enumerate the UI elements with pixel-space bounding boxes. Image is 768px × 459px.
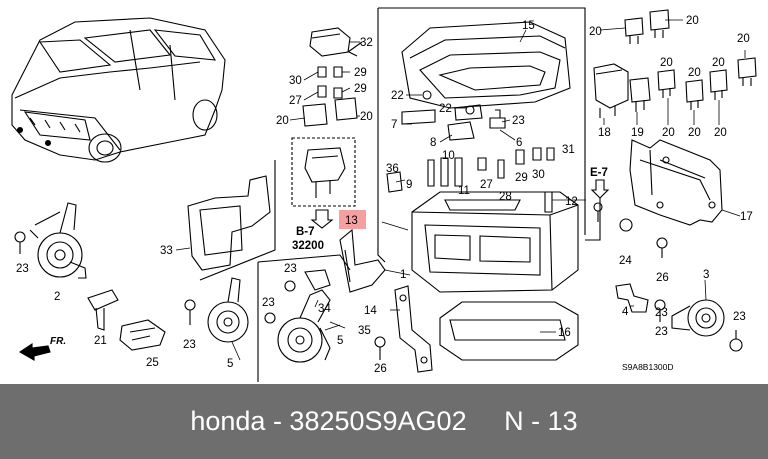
callout-20k: 20 [714, 127, 727, 139]
callout-4: 4 [622, 306, 629, 318]
callout-15: 15 [522, 20, 535, 32]
callout-18: 18 [598, 127, 611, 139]
callout-7: 7 [391, 119, 397, 131]
callout-1: 1 [400, 269, 406, 281]
callout-27a: 27 [289, 95, 302, 107]
callout-20e: 20 [737, 33, 750, 45]
front-direction-arrow [18, 342, 51, 361]
footer-bar: honda - 38250S9AG02 N - 13 [0, 384, 768, 459]
callout-32: 32 [360, 37, 373, 49]
callout-28: 28 [499, 191, 512, 203]
callout-26b: 26 [656, 272, 669, 284]
callout-35: 35 [358, 325, 371, 337]
e7-label: E-7 [590, 167, 608, 179]
callout-20d: 20 [686, 15, 699, 27]
callout-13: 13 [345, 215, 358, 227]
bracket-1 [339, 228, 386, 293]
bracket-17 [629, 139, 723, 226]
vehicle-illustration [11, 17, 226, 163]
fuse-box-assembly [377, 7, 586, 361]
callout-8: 8 [430, 137, 436, 149]
callout-labels: 15 32 30 29 27 29 20 20 22 7 22 8 23 6 1… [16, 15, 753, 375]
b7-number: 32200 [292, 240, 324, 252]
callout-34: 34 [318, 303, 331, 315]
horn-3-bracket-4 [615, 283, 725, 337]
callout-22a: 22 [391, 90, 404, 102]
footer-part-info: honda - 38250S9AG02 N - 13 [190, 406, 578, 436]
callout-29b: 29 [354, 83, 367, 95]
horn-assembly-35 [257, 254, 351, 382]
callout-25: 25 [146, 357, 159, 369]
callout-23h: 23 [262, 297, 275, 309]
callout-17: 17 [740, 211, 753, 223]
diagram-code: S9A8B1300D [622, 362, 674, 372]
callout-20i: 20 [662, 127, 675, 139]
highlight-part-13 [339, 210, 366, 229]
callout-30a: 30 [289, 75, 302, 87]
relay-group-top-middle [302, 27, 363, 127]
callout-3: 3 [703, 269, 709, 281]
callout-19: 19 [631, 127, 644, 139]
callout-12: 12 [565, 196, 578, 208]
horn-2 [14, 202, 87, 279]
callout-11: 11 [458, 185, 470, 197]
callout-21: 21 [94, 335, 107, 347]
e7-reference [585, 179, 610, 241]
callout-9: 9 [406, 179, 412, 191]
callout-36: 36 [386, 163, 399, 175]
callout-20b: 20 [360, 111, 373, 123]
callout-27b: 27 [480, 179, 493, 191]
callout-23d: 23 [655, 326, 668, 338]
callout-5b: 5 [337, 335, 343, 347]
callout-33: 33 [160, 245, 173, 257]
relay-group-right [593, 9, 757, 118]
callout-29c: 29 [515, 172, 528, 184]
callout-20g: 20 [688, 67, 701, 79]
callout-23e: 23 [16, 263, 29, 275]
callout-31: 31 [562, 144, 575, 156]
callout-2: 2 [54, 291, 60, 303]
callout-6: 6 [516, 137, 522, 149]
callout-20f: 20 [660, 57, 673, 69]
callout-20h: 20 [712, 57, 725, 69]
parts-diagram: 15 32 30 29 27 29 20 20 22 7 22 8 23 6 1… [11, 7, 757, 382]
callout-23f: 23 [183, 339, 196, 351]
callout-26a: 26 [374, 363, 387, 375]
reference-labels: B-7 32200 E-7 FR. S9A8B1300D [50, 167, 674, 372]
fr-label: FR. [50, 336, 66, 347]
b7-reference [291, 137, 356, 229]
leader-lines [175, 19, 746, 361]
parts-21-25 [87, 289, 166, 351]
callout-29a: 29 [354, 67, 367, 79]
callout-30b: 30 [532, 169, 545, 181]
callout-16: 16 [558, 327, 571, 339]
fasteners [593, 202, 743, 352]
bracket-14 [374, 285, 433, 373]
b7-label: B-7 [296, 226, 315, 238]
callout-20c: 20 [589, 26, 602, 38]
callout-22b: 22 [439, 103, 452, 115]
callout-20a: 20 [276, 115, 289, 127]
horn-5-left [184, 277, 249, 343]
callout-23c: 23 [733, 311, 746, 323]
callout-14: 14 [364, 305, 377, 317]
callout-24: 24 [619, 255, 632, 267]
callout-23a: 23 [512, 115, 525, 127]
callout-10: 10 [442, 150, 455, 162]
callout-20j: 20 [688, 127, 701, 139]
callout-5a: 5 [227, 358, 233, 370]
bracket-33 [187, 160, 276, 281]
callout-23b: 23 [655, 307, 668, 319]
callout-23g: 23 [284, 263, 297, 275]
